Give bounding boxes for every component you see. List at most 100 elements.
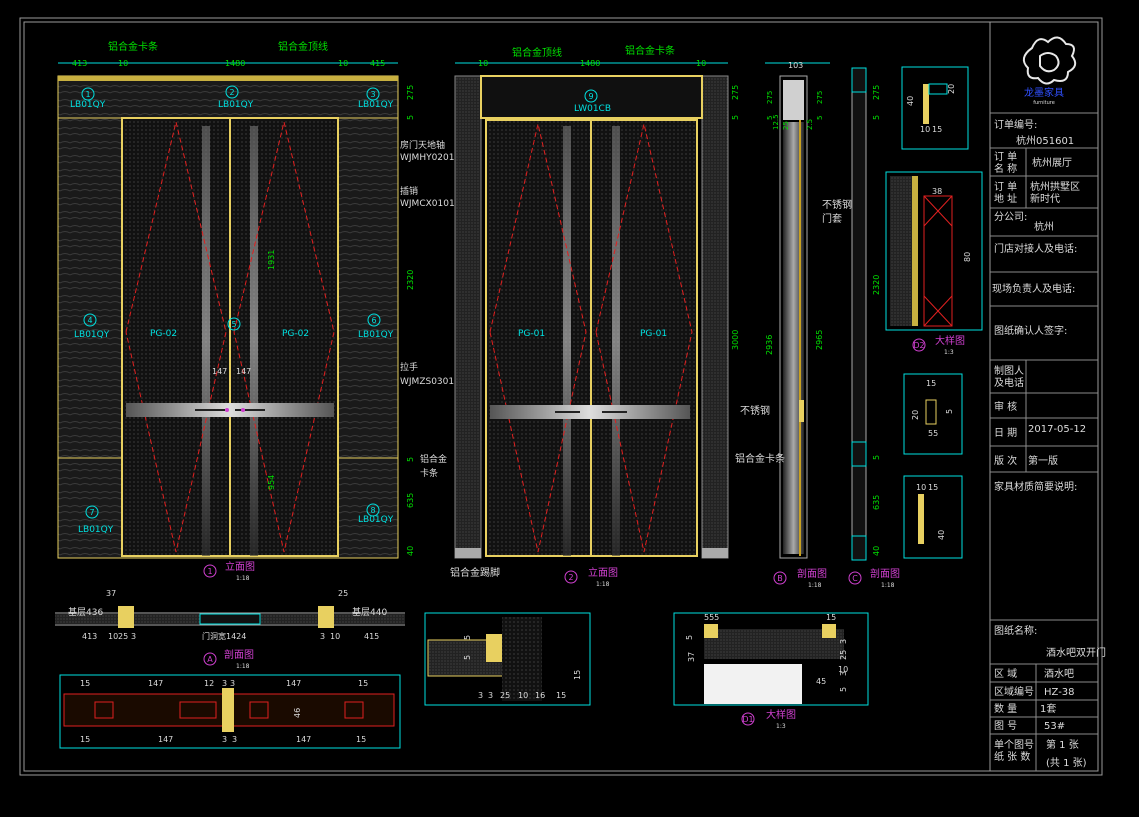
panel-number <box>85 505 99 519</box>
order-addr: 新时代 <box>1030 192 1060 205</box>
version-label: 版 次 <box>994 454 1017 467</box>
dim-right: 275 <box>731 85 740 100</box>
view-title: 剖面图 <box>870 567 900 580</box>
fig-no: 53# <box>1044 721 1065 732</box>
store-contact-label: 门店对接人及电话: <box>994 242 1077 255</box>
dim: 3 <box>839 671 848 676</box>
panel-number-label: 5 <box>231 320 236 329</box>
view-marker-label: D1 <box>742 715 753 724</box>
door-code: PG-01 <box>640 329 667 339</box>
dim: 38 <box>932 187 942 196</box>
dim-bottom: 147 <box>158 735 173 744</box>
dim: 5 <box>945 409 954 414</box>
order-name: 杭州展厅 <box>1032 156 1072 169</box>
dim-right: 40 <box>406 546 415 556</box>
logo-text: 龙墨家具 <box>1024 86 1064 99</box>
dim: 3 <box>478 691 483 700</box>
panel-code: LB01QY <box>358 330 394 340</box>
dim: 5 <box>872 455 881 460</box>
title-block-lines <box>990 112 1098 771</box>
confirm-label: 图纸确认人签字: <box>994 324 1067 337</box>
view-marker-label: A <box>207 655 213 664</box>
panel-number <box>81 87 95 101</box>
panel-number-label: 4 <box>87 316 92 325</box>
section-a <box>55 606 405 628</box>
drawing-name-label: 图纸名称: <box>994 624 1037 637</box>
dim: 2320 <box>872 275 881 295</box>
sheet-label: 纸 张 数 <box>994 750 1030 763</box>
dim-top: 25 <box>338 589 348 598</box>
dim: 20 <box>911 410 920 420</box>
sheet-label: 单个图号 <box>994 739 1034 751</box>
callout-text: 门套 <box>822 212 842 225</box>
detail-boxes <box>885 66 983 559</box>
dim-bottom: 15 <box>80 735 90 744</box>
dim-left: 12.5 <box>772 114 780 130</box>
panel-code: LB01QY <box>78 525 114 535</box>
view-marker <box>203 564 217 578</box>
view-title: 剖面图 <box>224 648 254 661</box>
dim-right: 5 <box>816 116 824 120</box>
panel-code: LB01QY <box>358 515 394 525</box>
plan-detail <box>59 674 401 749</box>
view-title: 大样图 <box>935 334 965 347</box>
outer-border <box>19 17 1103 776</box>
panel-number <box>366 87 380 101</box>
view-marker-label: 2 <box>568 573 573 582</box>
panel-code: LW01CB <box>574 104 611 114</box>
dim-right: 275 <box>816 91 824 104</box>
dim-bottom: 413 <box>82 632 97 641</box>
view-marker-label: C <box>852 574 858 583</box>
dim: 80 <box>963 252 972 262</box>
dim: 635 <box>872 495 881 510</box>
door-code: PG-01 <box>518 329 545 339</box>
panel-number <box>227 317 241 331</box>
panel-code: LB01QY <box>358 100 394 110</box>
dim-right: 5 <box>406 115 415 120</box>
dim-inner: 954 <box>267 475 276 490</box>
view-scale: 1:18 <box>236 575 250 582</box>
order-name-label: 名 称 <box>994 162 1017 175</box>
order-addr: 杭州拱墅区 <box>1030 180 1080 193</box>
dim: 40 <box>937 530 946 540</box>
area-code: HZ-38 <box>1044 687 1075 698</box>
dim-top: 3 <box>222 679 227 688</box>
dim-right: 5 <box>731 115 740 120</box>
area-label: 区 域 <box>994 667 1017 680</box>
dim-top: 15 <box>358 679 368 688</box>
dim: 10 <box>916 483 926 492</box>
dim-top: 1480 <box>580 59 600 68</box>
view-title: 剖面图 <box>797 567 827 580</box>
panel-code: LB01QY <box>70 100 106 110</box>
view-marker <box>912 338 926 352</box>
site-contact-label: 现场负责人及电话: <box>992 282 1075 295</box>
door-code: PG-02 <box>150 329 177 339</box>
panel-code: LB01QY <box>74 330 110 340</box>
dim-bottom: 3 <box>222 735 227 744</box>
dim: 10 <box>920 125 930 134</box>
order-name-label: 订 单 <box>994 151 1017 163</box>
dim: 40 <box>872 546 881 556</box>
dim-right: 635 <box>406 493 415 508</box>
review-label: 审 核 <box>994 400 1017 413</box>
dim-right: 2936 <box>765 335 774 355</box>
dim: 16 <box>535 691 545 700</box>
callout-text: 不锈钢 <box>822 198 852 211</box>
area: 酒水吧 <box>1044 668 1074 680</box>
dim-bottom: 15 <box>356 735 366 744</box>
panel-code: LB01QY <box>218 100 254 110</box>
view-title: 立面图 <box>588 566 618 579</box>
callout-text: 拉手 <box>400 361 418 373</box>
drafter-label: 及电话 <box>994 376 1024 389</box>
dim-bottom: 10 <box>108 632 118 641</box>
label-top-left: 铝合金顶线 <box>512 46 562 59</box>
dim: 10 <box>518 691 528 700</box>
order-no-label: 订单编号: <box>994 118 1037 131</box>
dim-right: 3000 <box>731 330 740 350</box>
panel-number <box>83 313 97 327</box>
panel-number <box>225 85 239 99</box>
view-title: 大样图 <box>766 708 796 721</box>
dim-inner: 147 <box>212 367 227 376</box>
dim-top: 3 <box>230 679 235 688</box>
